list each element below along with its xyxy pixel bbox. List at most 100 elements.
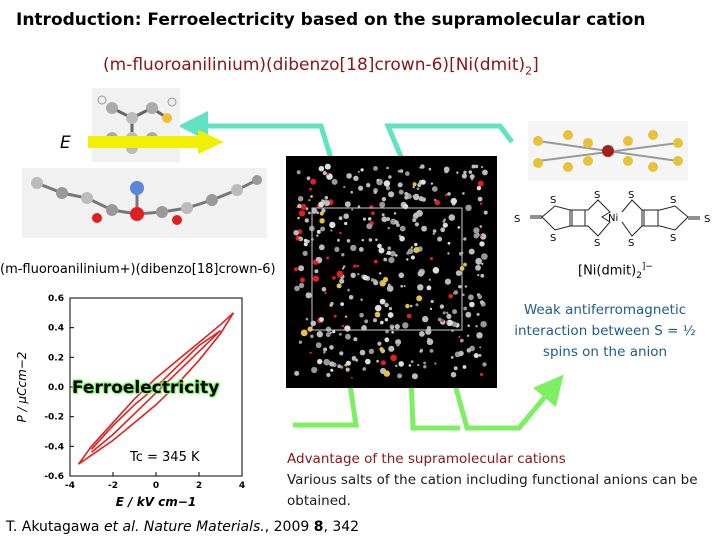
crystal-atom — [397, 169, 401, 173]
crystal-atom — [344, 221, 348, 226]
crystal-atom — [458, 350, 464, 357]
crystal-atom — [350, 190, 353, 194]
crystal-atom — [310, 320, 317, 327]
crystal-atom — [431, 186, 438, 192]
magnetic-note: Weak antiferromagnetic interaction betwe… — [514, 302, 696, 360]
crystal-atom — [345, 367, 350, 372]
crystal-atom — [397, 373, 403, 379]
crystal-atom — [416, 295, 423, 302]
crystal-atom — [355, 358, 359, 362]
ni-dmit-3d-image — [528, 121, 688, 181]
crystal-atom — [341, 267, 345, 270]
crystal-atom — [300, 329, 308, 337]
crystal-atom — [417, 363, 420, 367]
crystal-atom — [294, 285, 300, 292]
crystal-atom — [419, 270, 425, 276]
crystal-atom — [373, 318, 377, 323]
crystal-atom — [325, 332, 331, 338]
crystal-atom — [442, 222, 448, 228]
slide-subtitle: (m-fluoroanilinium)(dibenzo[18]crown-6)[… — [103, 55, 539, 77]
crystal-atom — [462, 365, 467, 369]
crystal-atom — [384, 318, 389, 322]
crystal-atom — [306, 176, 311, 181]
crystal-atom — [411, 373, 418, 380]
crystal-atom — [468, 248, 475, 255]
crystal-atom — [346, 173, 352, 179]
loop-series-0 — [78, 312, 235, 465]
crystal-atom — [456, 171, 459, 174]
crystal-atom — [298, 236, 301, 240]
crystal-atom — [339, 231, 342, 235]
ref-pages: , 342 — [323, 519, 360, 535]
crystal-atom — [468, 294, 474, 301]
crystal-atom — [377, 341, 382, 346]
crystal-atom — [344, 201, 351, 208]
crystal-atom — [323, 200, 330, 207]
crystal-atom — [427, 337, 430, 341]
crystal-atom — [334, 246, 340, 252]
crystal-atom — [479, 225, 483, 228]
ref-year: , 2009 — [264, 519, 314, 535]
crystal-atom — [311, 208, 318, 214]
crystal-atom — [321, 286, 327, 292]
crystal-atom — [368, 348, 375, 355]
crystal-atom — [429, 257, 434, 261]
crystal-atom — [293, 230, 299, 236]
crystal-atom — [476, 312, 480, 316]
crystal-atom — [377, 243, 382, 249]
x-tick-label: 2 — [196, 481, 202, 491]
crystal-atom — [361, 325, 367, 331]
crystal-atom — [388, 257, 395, 264]
slide-title: Introduction: Ferroelectricity based on … — [16, 10, 646, 30]
crystal-atom — [426, 285, 432, 291]
atom-s-10: S — [704, 214, 710, 225]
crystal-atom — [448, 214, 456, 221]
crystal-atom — [437, 317, 442, 322]
crystal-atom — [474, 164, 479, 169]
crystal-atom — [387, 312, 394, 318]
atom-s-8: S — [670, 195, 676, 206]
crystal-atom — [469, 174, 475, 180]
crystal-atom — [314, 269, 319, 274]
crystal-atom — [477, 196, 483, 202]
crystal-atom — [402, 322, 409, 329]
crystal-atom — [309, 351, 312, 354]
crystal-atom — [480, 321, 487, 328]
subtitle-end: ] — [532, 55, 539, 75]
crystal-atom — [390, 250, 396, 257]
crystal-atom — [450, 371, 457, 378]
crystal-atom — [480, 165, 484, 169]
crown-ether-molecule-image — [22, 168, 267, 238]
crystal-atom — [443, 218, 446, 221]
crystal-atom — [318, 165, 325, 172]
crystal-atom — [443, 166, 450, 173]
crystal-atom — [316, 331, 323, 338]
crystal-atom — [303, 242, 308, 247]
loop-series-3 — [90, 329, 221, 450]
crystal-atom — [383, 276, 389, 283]
crystal-atom — [471, 164, 476, 169]
ref-authors: T. Akutagawa — [6, 519, 104, 535]
crystal-atom — [395, 254, 398, 257]
crystal-atom — [357, 170, 360, 173]
atom-s-7: S — [628, 238, 634, 249]
ref-journal: Nature Materials. — [139, 519, 265, 535]
crystal-atom — [413, 193, 420, 201]
crystal-atom — [410, 360, 414, 364]
crystal-atom — [417, 284, 424, 291]
crystal-atom — [463, 237, 467, 241]
crystal-atom — [386, 250, 391, 255]
crystal-atom — [406, 258, 409, 261]
advantage-line1: Advantage of the supramolecular cations — [287, 451, 566, 467]
crystal-atom — [461, 173, 467, 179]
crystal-atom — [414, 222, 419, 227]
crystal-atom — [450, 197, 457, 205]
crystal-atom — [423, 361, 426, 365]
atom-s-1: S — [514, 214, 520, 225]
crystal-atom — [434, 199, 441, 206]
crystal-atom — [297, 216, 300, 220]
crystal-atom — [404, 191, 409, 196]
crystal-atom — [464, 285, 468, 288]
y-tick-label: 0.0 — [48, 383, 64, 393]
crystal-atom — [323, 351, 326, 354]
